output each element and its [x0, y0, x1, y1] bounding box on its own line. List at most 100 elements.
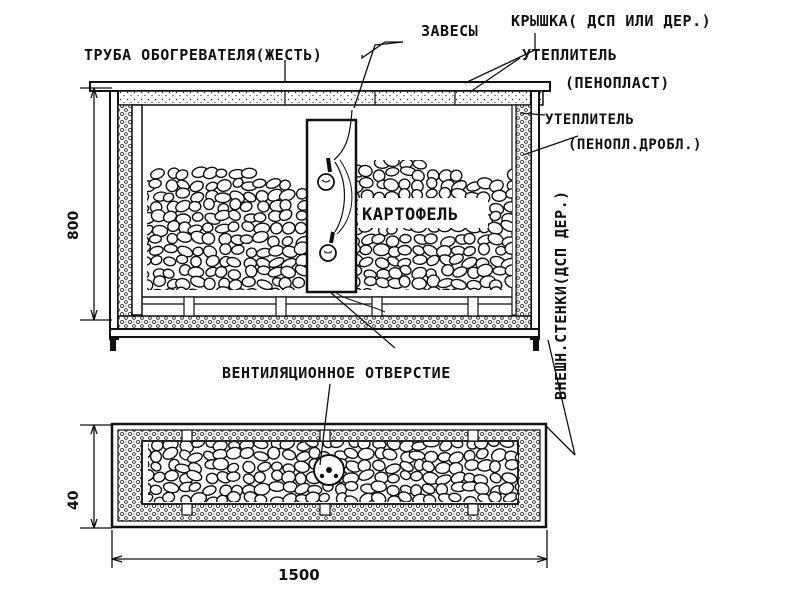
potato-shape: [292, 276, 306, 289]
potato-shape: [150, 461, 162, 472]
potato-shape: [295, 210, 307, 221]
potato-shape: [148, 234, 162, 244]
potato-shape: [281, 235, 294, 247]
potato-shape: [356, 264, 363, 277]
potato-shape: [148, 493, 154, 502]
potato-shape: [505, 188, 512, 199]
potato-shape: [463, 232, 476, 245]
potato-shape: [231, 288, 246, 290]
potato-shape: [450, 442, 464, 449]
potato-shape: [180, 494, 192, 502]
potato-shape: [148, 178, 162, 189]
right-outer-wall: [530, 90, 540, 340]
potato-shape: [163, 256, 177, 267]
potato-shape: [370, 480, 388, 493]
potato-shape: [253, 212, 267, 223]
potato-shape: [269, 221, 283, 235]
potato-shape: [504, 458, 518, 471]
potato-shape: [189, 180, 204, 193]
potato-shape: [421, 483, 436, 495]
potato-shape: [426, 254, 440, 267]
potato-shape: [161, 491, 176, 502]
insulation-foam-label-2: (ПЕНОПЛАСТ): [565, 74, 670, 92]
potato-shape: [477, 242, 491, 256]
potato-shape: [278, 208, 293, 222]
potato-shape: [147, 243, 152, 256]
potato-shape: [269, 287, 282, 290]
potato-shape: [504, 241, 512, 255]
potato-shape: [147, 203, 150, 214]
depth-dimension: 40: [66, 490, 82, 510]
potato-shape: [358, 256, 374, 268]
potato-shape: [226, 490, 241, 502]
potato-shape: [440, 236, 456, 248]
potato-shape: [186, 452, 203, 464]
potato-shape: [243, 191, 257, 203]
top-insulation: [112, 90, 544, 106]
right-wall-insulation: [515, 104, 532, 330]
potato-pile-right: [356, 160, 512, 290]
potato-shape: [188, 200, 202, 212]
potato-shape: [294, 482, 311, 495]
potato-shape: [268, 256, 285, 269]
potatoes-label: КАРТОФЕЛЬ: [362, 205, 459, 225]
potato-shape: [230, 244, 245, 255]
potato-shape: [415, 287, 429, 290]
potato-shape: [175, 187, 191, 199]
potato-pile-left: [147, 166, 307, 290]
potato-shape: [409, 470, 424, 482]
potato-shape: [174, 286, 188, 290]
potato-shape: [421, 460, 435, 473]
potato-shape: [411, 277, 427, 290]
potato-shape: [147, 234, 150, 247]
potato-shape: [228, 279, 243, 290]
potato-shape: [152, 275, 167, 288]
upper-bulb-icon: [317, 157, 335, 191]
potato-shape: [435, 474, 452, 486]
potato-shape: [190, 191, 205, 204]
potato-shape: [203, 277, 216, 290]
potato-shape: [386, 473, 400, 484]
potato-shape: [147, 224, 154, 237]
potato-shape: [149, 245, 164, 256]
potato-shape: [448, 253, 464, 265]
potato-shape: [175, 169, 189, 181]
potato-shape: [295, 187, 307, 200]
potato-shape: [147, 287, 150, 290]
potato-shape: [490, 448, 507, 463]
potato-shape: [387, 495, 402, 502]
potato-shape: [205, 254, 220, 268]
potato-shape: [251, 230, 269, 244]
leader-lines: [284, 33, 579, 466]
potato-shape: [188, 482, 202, 492]
potato-shape: [201, 222, 214, 233]
potato-shape: [506, 168, 512, 182]
potato-shape: [149, 484, 163, 496]
potato-shape: [281, 449, 297, 461]
potato-shape: [239, 201, 253, 213]
potato-shape: [190, 255, 202, 268]
potato-shape: [253, 471, 266, 484]
potato-shape: [489, 210, 502, 222]
potato-shape: [254, 494, 268, 502]
potato-shape: [150, 168, 165, 180]
potato-shape: [191, 211, 204, 222]
outer-walls-label: ВНЕШН.СТЕНКИ(ДСП ДЕР.): [552, 190, 570, 400]
potato-shape: [268, 480, 286, 493]
potato-shape: [318, 492, 330, 502]
lower-bulb-icon: [319, 231, 337, 262]
potato-shape: [253, 442, 269, 450]
potato-shape: [399, 233, 412, 244]
lid-label: КРЫШКА( ДСП ИЛИ ДЕР.): [511, 12, 711, 30]
top-view: [110, 422, 548, 529]
potato-shape: [500, 219, 512, 233]
potato-shape: [399, 264, 412, 276]
potato-shape: [190, 492, 208, 502]
potato-shape: [214, 192, 232, 204]
potato-shape: [244, 287, 258, 290]
floor-slats: [183, 296, 479, 317]
potato-shape: [219, 243, 232, 256]
potato-shape: [242, 473, 256, 485]
potato-shape: [404, 289, 410, 290]
